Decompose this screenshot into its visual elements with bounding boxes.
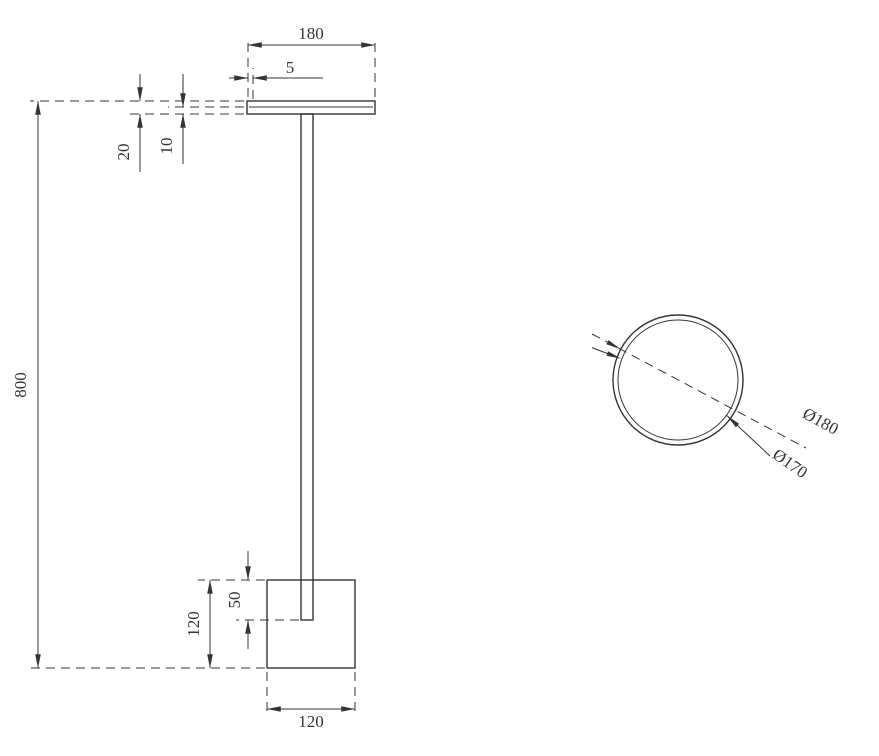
pole: [300, 113, 314, 621]
leader-line: [591, 347, 608, 354]
dim-plate-thickness: 20: [114, 74, 143, 172]
arrowhead-inner: [606, 351, 622, 359]
dim-label-120-width: 120: [298, 712, 324, 731]
base-block: [266, 579, 356, 669]
dim-pole-insert: 50: [225, 551, 299, 649]
dim-label-outer-diameter: Ø180: [800, 404, 842, 439]
dim-top-width: 180: [247, 24, 376, 97]
dim-label-50: 50: [225, 592, 244, 609]
dim-label-inner-diameter: Ø170: [769, 445, 811, 482]
plate-reference-lines: [30, 100, 244, 115]
dim-label-800: 800: [11, 372, 30, 398]
outer-circle: [612, 314, 744, 446]
dim-base-height: 120: [184, 579, 265, 669]
dim-label-10: 10: [157, 138, 176, 155]
diameter-dashed-line: [591, 333, 807, 449]
front-view: 180 5 20 10 800: [11, 24, 376, 731]
dim-label-120-height: 120: [184, 611, 203, 637]
dim-base-width: 120: [266, 672, 356, 731]
top-view: Ø180 Ø170: [591, 314, 842, 482]
inner-circle: [617, 319, 739, 441]
dim-plate-lip: 5: [229, 58, 323, 99]
dim-label-20: 20: [114, 144, 133, 161]
arrowhead-inner-right: [726, 415, 740, 428]
dim-label-180: 180: [298, 24, 324, 43]
dim-plate-inner: 10: [157, 74, 186, 164]
dim-label-5: 5: [286, 58, 295, 77]
arrowhead-outer: [606, 340, 621, 350]
lamp-outline: [246, 100, 376, 669]
dim-total-height: 800: [11, 100, 265, 669]
